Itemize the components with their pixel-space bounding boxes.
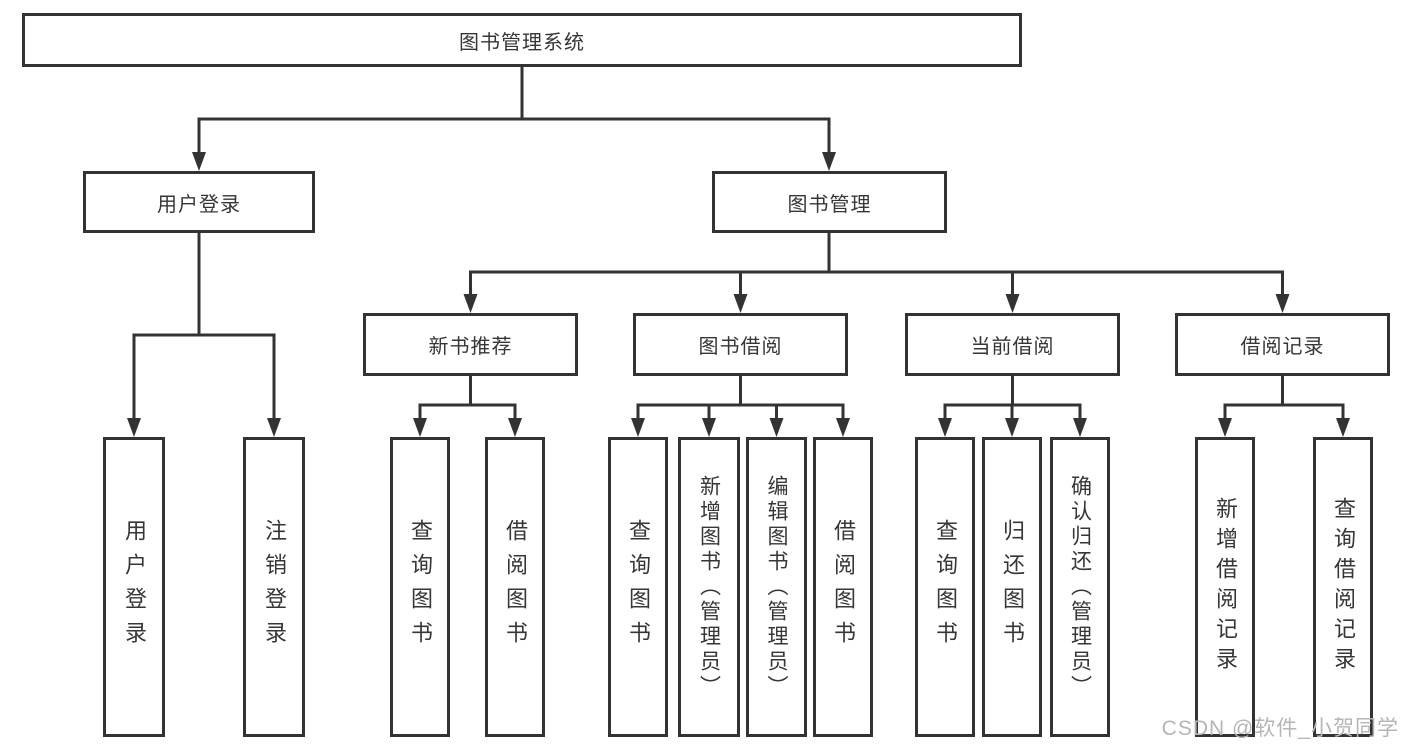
arrowhead-icon (413, 418, 427, 437)
node-label: 注销登录 (262, 519, 287, 655)
node-book-management: 图书管理 (712, 171, 947, 233)
arrowhead-icon (192, 152, 206, 171)
node-confirm-return-admin: 确认归还（管理员） (1050, 437, 1110, 737)
node-user-login: 用户登录 (83, 171, 315, 233)
node-borrow-book-recommend: 借阅图书 (485, 437, 545, 737)
arrowhead-icon (1073, 418, 1087, 437)
arrowhead-icon (769, 418, 784, 437)
node-label: 借阅记录 (1240, 336, 1325, 358)
node-root-system: 图书管理系统 (22, 13, 1022, 67)
node-new-book-recommend: 新书推荐 (363, 313, 578, 376)
arrowhead-icon (508, 418, 522, 437)
arrowhead-icon (836, 418, 850, 437)
node-edit-book-admin: 编辑图书（管理员） (746, 437, 807, 737)
node-label: 编辑图书（管理员） (765, 474, 788, 700)
node-query-book-borrowing: 查询图书 (608, 437, 668, 737)
node-book-borrowing: 图书借阅 (633, 313, 848, 376)
node-borrow-book-borrowing: 借阅图书 (813, 437, 873, 737)
node-label: 用户登录 (122, 519, 147, 655)
node-label: 新书推荐 (428, 336, 513, 358)
arrowhead-icon (822, 152, 836, 171)
arrowhead-icon (1005, 294, 1020, 313)
node-current-borrowing: 当前借阅 (905, 313, 1120, 376)
node-query-book-current: 查询图书 (915, 437, 975, 737)
node-label: 新增图书（管理员） (697, 474, 721, 700)
arrowhead-icon (702, 418, 716, 437)
arrowhead-icon (631, 418, 645, 437)
node-label: 图书管理系统 (459, 31, 585, 54)
node-label: 用户登录 (157, 193, 241, 216)
arrowheads (127, 152, 1350, 437)
arrowhead-icon (1005, 418, 1019, 437)
node-label: 查询图书 (408, 519, 433, 655)
node-add-borrow-record: 新增借阅记录 (1195, 437, 1255, 737)
arrowhead-icon (733, 294, 748, 313)
node-borrow-records: 借阅记录 (1175, 313, 1390, 376)
node-return-book: 归还图书 (982, 437, 1042, 737)
node-label: 新增借阅记录 (1213, 497, 1238, 677)
arrowhead-icon (938, 418, 952, 437)
csdn-watermark: CSDN @软件_小贺同学 (1161, 717, 1399, 740)
node-label: 查询图书 (626, 519, 651, 655)
node-add-book-admin: 新增图书（管理员） (678, 437, 740, 737)
arrowhead-icon (127, 418, 141, 437)
node-label: 借阅图书 (503, 519, 528, 655)
tree-connector-path (132, 67, 1345, 420)
arrowhead-icon (463, 294, 478, 313)
node-label: 查询借阅记录 (1331, 497, 1356, 677)
node-user-login-leaf: 用户登录 (103, 437, 165, 737)
node-label: 当前借阅 (970, 336, 1055, 358)
arrowhead-icon (1336, 418, 1350, 437)
node-label: 图书管理 (787, 193, 872, 216)
node-label: 图书借阅 (698, 336, 783, 358)
node-label: 借阅图书 (831, 519, 856, 655)
arrowhead-icon (1218, 418, 1232, 437)
arrowhead-icon (267, 418, 281, 437)
node-label: 确认归还（管理员） (1068, 474, 1092, 700)
arrowhead-icon (1275, 294, 1290, 313)
node-label: 归还图书 (1000, 519, 1025, 655)
node-query-book-recommend: 查询图书 (390, 437, 450, 737)
node-label: 查询图书 (933, 519, 958, 655)
node-logout-leaf: 注销登录 (243, 437, 305, 737)
node-query-borrow-record: 查询借阅记录 (1313, 437, 1373, 737)
